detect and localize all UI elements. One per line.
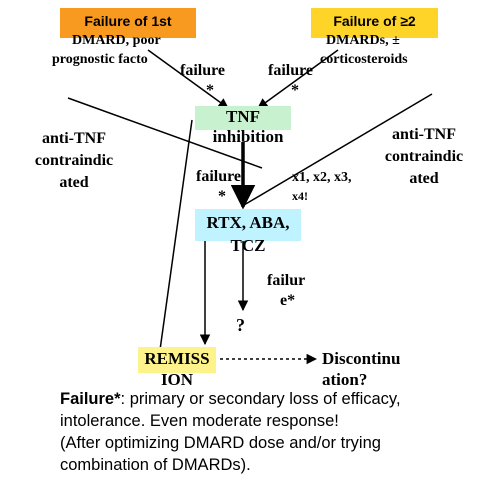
outcome-question-mark: ? — [236, 315, 245, 335]
tnf-inhibition-title: TNF — [226, 107, 260, 126]
anti-tnf-left-line — [67, 97, 263, 169]
failure-two-dmards-text-2: corticosteroids — [320, 52, 408, 67]
anti-tnf-right-line-1: anti-TNF — [392, 126, 456, 143]
failure-label-mid: failure — [196, 168, 242, 185]
anti-tnf-right-line — [243, 93, 433, 206]
footnote-line-3: (After optimizing DMARD dose and/or tryi… — [60, 434, 381, 452]
footnote: Failure*: primary or secondary loss of e… — [60, 388, 480, 476]
discontinuation-label-2: ation? — [322, 370, 368, 389]
failure-first-dmard-text: DMARD, poor — [72, 33, 161, 48]
failure-first-dmard-box — [60, 8, 196, 38]
remission-title-2: ION — [160, 370, 194, 389]
failure-label-mid-star: * — [218, 188, 226, 205]
failure-label-left: failure — [180, 62, 226, 79]
failure-label-right-star: * — [291, 82, 299, 99]
rtx-aba-tcz-title: RTX, ABA, — [206, 213, 290, 232]
failure-label-lower-2: e* — [280, 292, 296, 309]
rtx-aba-tcz-subtitle: TCZ — [230, 236, 266, 255]
failure-first-dmard-text-2: prognostic facto — [52, 52, 148, 67]
retry-count-label: x1, x2, x3, — [292, 170, 352, 185]
remission-title: REMISS — [144, 349, 210, 368]
failure-two-dmards-box — [311, 8, 438, 38]
footnote-term: Failure* — [60, 390, 121, 408]
footnote-line-4: combination of DMARDs). — [60, 456, 251, 474]
failure-two-dmards-text: DMARDs, ± — [326, 33, 400, 48]
anti-tnf-right-label: anti-TNF contraindic ated — [372, 124, 476, 190]
anti-tnf-left-line-1: anti-TNF — [42, 130, 106, 147]
anti-tnf-left-line-3: ated — [59, 174, 89, 191]
arrow-first-dmard-to-tnf — [147, 49, 229, 109]
retry-count-label-2: x4! — [292, 189, 308, 203]
failure-first-dmard-title: Failure of 1st — [84, 13, 172, 29]
failure-label-left-star: * — [206, 82, 214, 99]
line-tnf-to-remission — [159, 119, 193, 351]
footnote-definition: : primary or secondary loss of efficacy, — [120, 390, 401, 408]
anti-tnf-left-label: anti-TNF contraindic ated — [24, 128, 124, 194]
tnf-inhibition-box — [195, 106, 291, 130]
footnote-line-2: intolerance. Even moderate response! — [60, 412, 339, 430]
arrow-second-dmard-to-tnf — [257, 49, 339, 109]
remission-box — [138, 347, 216, 373]
anti-tnf-left-line-2: contraindic — [34, 152, 114, 169]
footnote-line-1: Failure*: primary or secondary loss of e… — [60, 388, 480, 410]
discontinuation-label: Discontinu — [322, 349, 401, 368]
anti-tnf-right-line-2: contraindic — [384, 148, 464, 165]
failure-label-right: failure — [268, 62, 314, 79]
tnf-inhibition-subtitle: inhibition — [212, 127, 284, 146]
rtx-aba-tcz-box — [195, 209, 301, 241]
failure-label-lower: failur — [267, 272, 306, 289]
anti-tnf-right-line-3: ated — [409, 170, 439, 187]
failure-two-dmards-title: Failure of ≥2 — [333, 13, 416, 29]
